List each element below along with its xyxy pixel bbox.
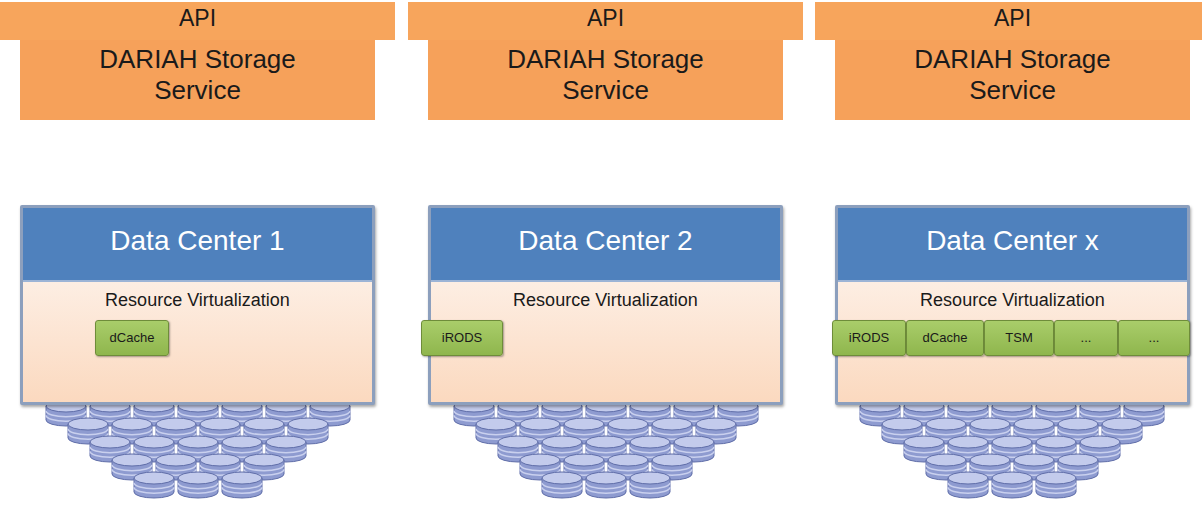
node-label: ... xyxy=(1149,330,1160,346)
service-box: DARIAH Storage Service xyxy=(835,40,1190,120)
data-center-box: Data Center 2 Resource Virtualization iROD… xyxy=(428,205,783,405)
virtualization-layer: Resource Virtualization iRODS xyxy=(431,280,780,402)
storage-backend-box: dCache xyxy=(906,320,984,356)
node-label: API xyxy=(815,2,1202,33)
api-bar: API xyxy=(815,2,1202,40)
node-label: DARIAH Storage Service xyxy=(888,40,1138,106)
node-label: iRODS xyxy=(849,330,889,346)
node-label: iRODS xyxy=(442,330,482,346)
node-label: dCache xyxy=(923,330,968,346)
node-label: Resource Virtualization xyxy=(23,282,372,312)
node-label: Resource Virtualization xyxy=(431,282,780,312)
virtualization-layer: Resource Virtualization dCache xyxy=(23,280,372,402)
node-label: API xyxy=(408,2,803,33)
node-label: Resource Virtualization xyxy=(838,282,1187,312)
node-label: API xyxy=(0,2,395,33)
storage-backend-box: TSM xyxy=(984,320,1054,356)
storage-backend-box: ... xyxy=(1118,320,1190,356)
storage-backend-box: iRODS xyxy=(421,320,503,356)
node-label: ... xyxy=(1081,330,1092,346)
api-bar: API xyxy=(408,2,803,40)
node-label: dCache xyxy=(110,330,155,346)
node-label: TSM xyxy=(1005,330,1032,346)
service-box: DARIAH Storage Service xyxy=(20,40,375,120)
data-center-box: Data Center 1 Resource Virtualization dCac… xyxy=(20,205,375,405)
node-label: DARIAH Storage Service xyxy=(481,40,731,106)
node-label: Data Center 2 xyxy=(431,208,780,258)
storage-backend-box: iRODS xyxy=(832,320,906,356)
storage-backend-box: ... xyxy=(1054,320,1118,356)
service-box: DARIAH Storage Service xyxy=(428,40,783,120)
node-label: Data Center x xyxy=(838,208,1187,258)
node-label: Data Center 1 xyxy=(23,208,372,258)
data-center-box: Data Center x Resource Virtualization iROD… xyxy=(835,205,1190,405)
storage-backend-box: dCache xyxy=(95,320,169,356)
node-label: DARIAH Storage Service xyxy=(73,40,323,106)
virtualization-layer: Resource Virtualization iRODS dCache TSM...… xyxy=(838,280,1187,402)
api-bar: API xyxy=(0,2,395,40)
